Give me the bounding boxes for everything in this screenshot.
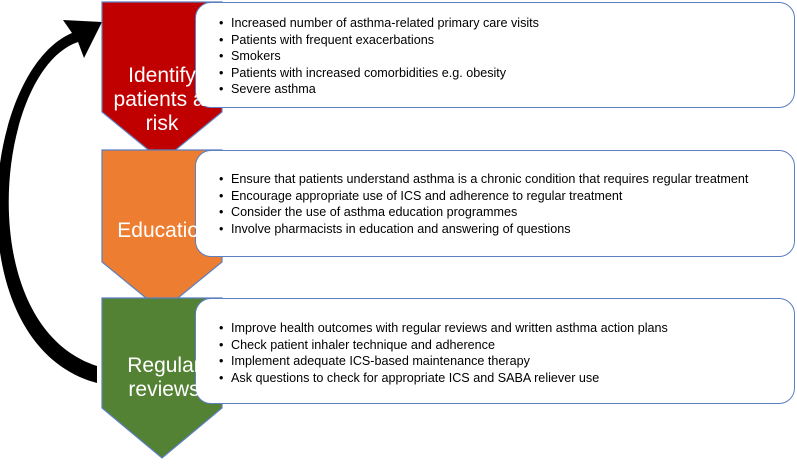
list-item: Consider the use of asthma education pro… bbox=[219, 204, 794, 221]
stage-title-line: Identify bbox=[128, 64, 196, 87]
list-education: Ensure that patients understand asthma i… bbox=[196, 151, 794, 237]
list-item: Increased number of asthma-related prima… bbox=[219, 15, 794, 32]
stage-title-education: Education bbox=[100, 219, 228, 243]
list-item: Ensure that patients understand asthma i… bbox=[219, 171, 794, 188]
list-item: Patients with frequent exacerbations bbox=[219, 32, 794, 49]
box-identify: Increased number of asthma-related prima… bbox=[195, 2, 795, 108]
chevron-identify bbox=[101, 1, 223, 162]
stage-title-line: risk bbox=[145, 112, 179, 135]
list-item: Severe asthma bbox=[219, 81, 794, 98]
chevron-education bbox=[101, 149, 223, 312]
stage-title-reviews: Regular reviews bbox=[100, 354, 228, 402]
list-item: Involve pharmacists in education and ans… bbox=[219, 221, 794, 238]
stage-title-identify: Identify patients at risk bbox=[98, 64, 226, 136]
list-reviews: Improve health outcomes with regular rev… bbox=[196, 299, 794, 386]
box-reviews: Improve health outcomes with regular rev… bbox=[195, 298, 795, 404]
list-item: Check patient inhaler technique and adhe… bbox=[219, 337, 794, 354]
cycle-arrow-icon bbox=[0, 20, 102, 383]
stage-title-line: patients at bbox=[113, 88, 211, 111]
list-item: Improve health outcomes with regular rev… bbox=[219, 320, 794, 337]
stage-title-line: Regular bbox=[127, 354, 201, 377]
box-education: Ensure that patients understand asthma i… bbox=[195, 150, 795, 257]
list-identify: Increased number of asthma-related prima… bbox=[196, 3, 794, 98]
chevron-reviews bbox=[101, 297, 223, 459]
stage-title-line: Education bbox=[117, 219, 211, 242]
list-item: Patients with increased comorbidities e.… bbox=[219, 65, 794, 82]
list-item: Encourage appropriate use of ICS and adh… bbox=[219, 188, 794, 205]
list-item: Ask questions to check for appropriate I… bbox=[219, 370, 794, 387]
stage-title-line: reviews bbox=[128, 378, 200, 401]
list-item: Implement adequate ICS-based maintenance… bbox=[219, 353, 794, 370]
list-item: Smokers bbox=[219, 48, 794, 65]
